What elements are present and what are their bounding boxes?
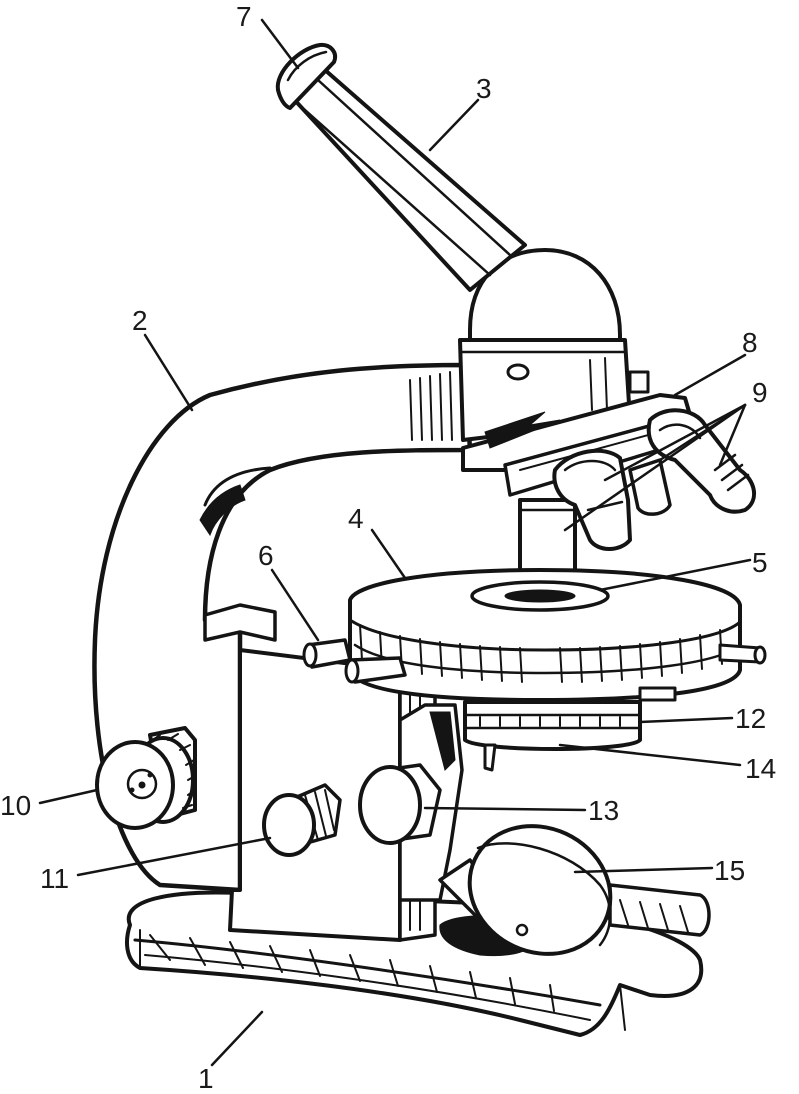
stage-opening bbox=[470, 580, 610, 612]
label-objectives: 9 bbox=[752, 377, 768, 408]
leader-arm bbox=[143, 333, 194, 412]
mirror bbox=[438, 824, 613, 957]
label-eyepiece: 7 bbox=[236, 1, 252, 32]
label-mirror: 15 bbox=[714, 855, 745, 886]
label-stage: 4 bbox=[348, 503, 364, 534]
leader-objective-4 bbox=[718, 403, 747, 467]
leader-tube bbox=[428, 98, 480, 152]
condenser-knob bbox=[358, 763, 442, 845]
leader-lines bbox=[38, 18, 752, 1067]
leader-stage-opening bbox=[598, 558, 752, 592]
label-tube: 3 bbox=[476, 73, 492, 104]
label-arm: 2 bbox=[132, 305, 148, 336]
label-base: 1 bbox=[198, 1063, 214, 1094]
fine-focus-knob bbox=[262, 783, 342, 857]
leader-condenser bbox=[638, 716, 734, 724]
label-fine-focus-knob: 11 bbox=[40, 863, 69, 894]
condenser bbox=[463, 700, 642, 751]
stage bbox=[348, 568, 767, 702]
label-stage-opening: 5 bbox=[752, 547, 768, 578]
leader-diaphragm-lever bbox=[558, 743, 742, 767]
label-condenser-knob: 13 bbox=[588, 795, 619, 826]
leader-base bbox=[210, 1010, 264, 1067]
leader-fine-knob bbox=[76, 836, 272, 877]
leader-objective-3 bbox=[658, 403, 747, 462]
stand-body bbox=[228, 648, 464, 942]
label-stage-clip-screw: 6 bbox=[258, 540, 274, 571]
leader-mirror bbox=[573, 866, 714, 874]
leader-condenser-knob bbox=[423, 806, 587, 812]
objectives bbox=[518, 408, 756, 590]
stage-clip-screws bbox=[302, 638, 407, 684]
leader-coarse-knob bbox=[38, 788, 99, 805]
leader-stage bbox=[370, 528, 407, 580]
labels: 7 3 2 4 5 6 8 9 10 11 12 14 13 15 1 bbox=[0, 1, 776, 1094]
label-coarse-focus-knob: 10 bbox=[0, 790, 31, 821]
leader-eyepiece bbox=[260, 18, 300, 70]
label-diaphragm-lever: 14 bbox=[745, 753, 776, 784]
label-nosepiece: 8 bbox=[742, 327, 758, 358]
leader-nosepiece bbox=[673, 353, 747, 397]
coarse-focus-knob bbox=[95, 726, 197, 830]
label-condenser: 12 bbox=[735, 703, 766, 734]
leader-objective-2 bbox=[603, 403, 747, 482]
leader-stage-clip-screw bbox=[270, 568, 320, 642]
diaphragm-lever bbox=[483, 743, 497, 772]
